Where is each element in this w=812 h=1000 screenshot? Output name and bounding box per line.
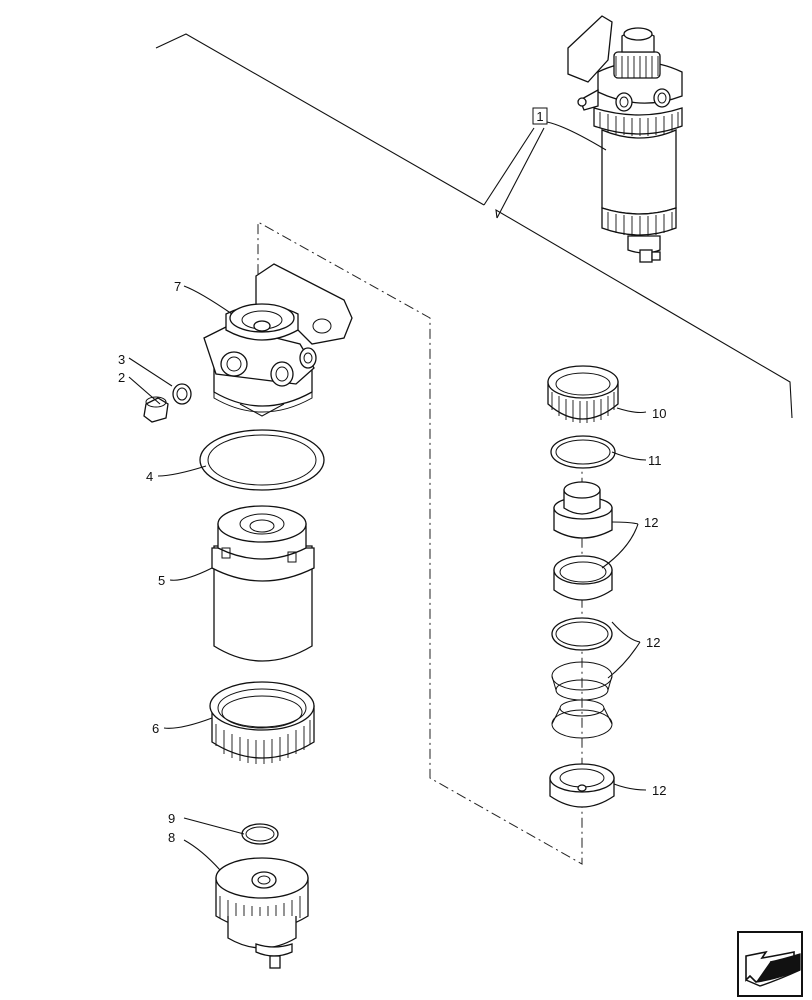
- part-2-plug: [143, 396, 169, 423]
- callout-labels: 1 7 3 2 4 5 6 9 8 10 11 12 12 12: [118, 107, 666, 845]
- assembly-bowl-knurl: [607, 212, 673, 236]
- group-bracket-lines: [155, 33, 793, 419]
- callout-2: 2: [118, 370, 125, 385]
- part-6-collar-nut: [209, 681, 315, 764]
- arrow-back-icon[interactable]: [737, 931, 803, 997]
- part-10-ring-nut: [547, 365, 619, 423]
- filter-assembly-view: [567, 15, 683, 263]
- part-3-washer: [172, 383, 192, 405]
- callout-1-box: [532, 107, 548, 125]
- callout-11: 11: [648, 453, 662, 468]
- part-12-cup: [553, 555, 613, 601]
- part-12-cap: [549, 763, 615, 808]
- leader-lines: [128, 121, 647, 871]
- callout-7: 7: [174, 279, 181, 294]
- part-11-o-ring: [550, 435, 616, 469]
- part-7-filter-head: [203, 263, 353, 417]
- part-5-filter-cartridge: [211, 505, 315, 662]
- callout-12-spring: 12: [646, 635, 660, 650]
- part-12-plunger: [553, 481, 613, 539]
- callout-9: 9: [168, 811, 175, 826]
- callout-12-cap: 12: [652, 783, 666, 798]
- part-12-spring: [551, 661, 613, 739]
- ring-nut-knurl: [551, 392, 615, 423]
- callout-5: 5: [158, 573, 165, 588]
- assembly-ring-knurl: [599, 112, 679, 136]
- callout-4: 4: [146, 469, 153, 484]
- callout-1: 1: [536, 109, 543, 124]
- collar-nut-knurl: [215, 720, 311, 764]
- part-9-o-ring: [241, 823, 279, 845]
- assembly-top-knurl: [615, 56, 659, 78]
- callout-12-plunger: 12: [644, 515, 658, 530]
- callout-6: 6: [152, 721, 159, 736]
- part-8-bowl: [215, 857, 309, 969]
- callout-3: 3: [118, 352, 125, 367]
- part-4-gasket: [199, 429, 325, 491]
- part-12-ring: [551, 617, 613, 651]
- callout-8: 8: [168, 830, 175, 845]
- callout-10: 10: [652, 406, 666, 421]
